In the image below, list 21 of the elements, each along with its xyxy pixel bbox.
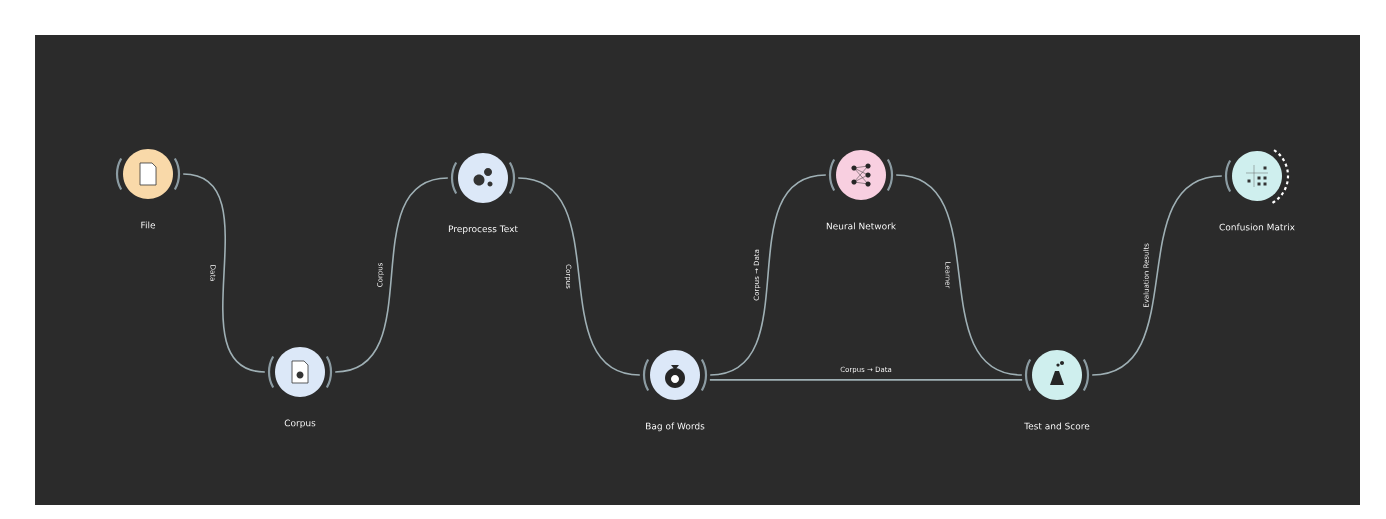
node-label: Neural Network xyxy=(826,222,897,230)
node-label: Corpus xyxy=(284,419,316,429)
widget-node xyxy=(1219,148,1295,231)
connector xyxy=(709,174,827,376)
connector xyxy=(182,173,266,373)
node-label: Bag of Words xyxy=(646,422,705,432)
connector xyxy=(709,379,1023,381)
widget-node xyxy=(826,150,897,230)
widget-node xyxy=(116,149,181,229)
widget-node xyxy=(642,350,708,432)
node-label: Test and Score xyxy=(1024,422,1090,430)
node-label: Confusion Matrix xyxy=(1219,223,1295,231)
node-label: File xyxy=(141,221,156,229)
node-label: Preprocess Text xyxy=(448,225,518,234)
connector xyxy=(1091,175,1223,376)
connector xyxy=(334,177,449,373)
connector xyxy=(517,177,641,376)
widget-node xyxy=(267,347,333,429)
connector xyxy=(895,174,1023,376)
widget-node xyxy=(1024,350,1090,430)
widget-node xyxy=(448,153,518,234)
